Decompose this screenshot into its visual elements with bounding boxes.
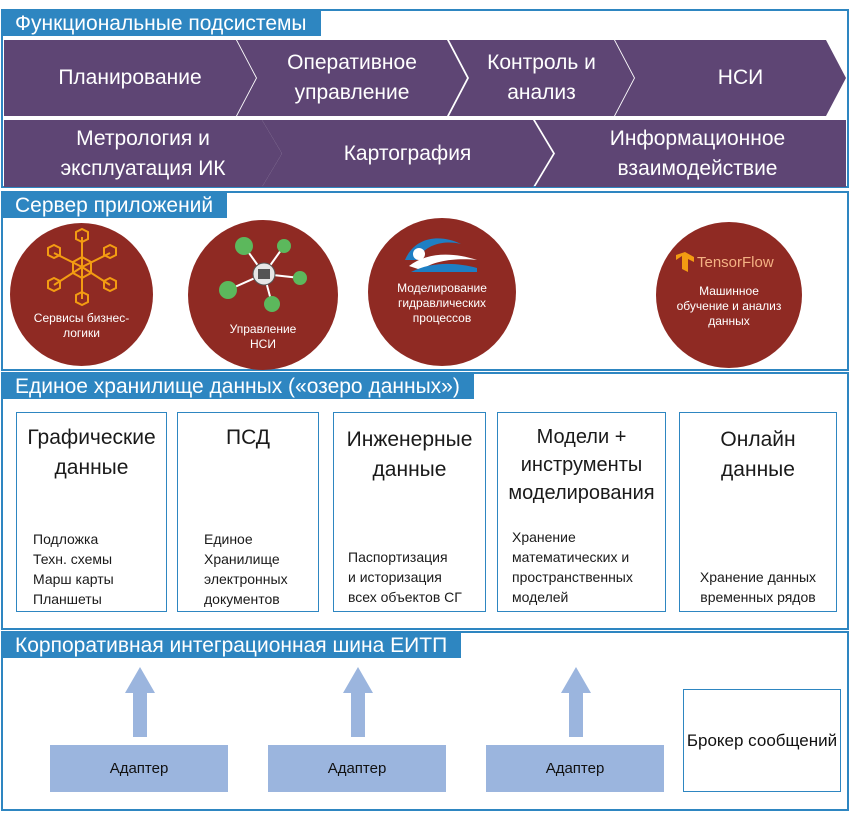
circle-hydraulic-modeling: Моделирование гидравлических процессов [368,218,516,366]
adapter-3: Адаптер [486,745,664,792]
chevron-nsi: НСИ [615,40,846,116]
card-engineering-data: Инженерные данные Паспортизация и истори… [333,412,486,612]
card-psd: ПСД Единое Хранилище электронных докумен… [177,412,319,612]
tensorflow-icon [676,252,694,272]
chevron-planning: Планирование [4,40,256,116]
data-hub-icon [219,237,307,312]
up-arrow-icon [343,667,373,737]
up-arrow-icon [125,667,155,737]
message-broker: Брокер сообщений [683,689,841,792]
functional-subsystems-title: Функциональные подсистемы [3,11,321,36]
card-online-data: Онлайн данные Хранение данных временных … [679,412,837,612]
circle-machine-learning: TensorFlow Машинное обучение и анализ да… [656,222,802,368]
app-server-title: Сервер приложений [3,193,228,218]
card-models-tools: Модели + инструменты моделирования Хране… [497,412,666,612]
integration-bus-title: Корпоративная интеграционная шина ЕИТП [3,633,462,658]
circle-nsi-management: Управление НСИ [188,220,338,370]
adapter-1: Адаптер [50,745,228,792]
tensorflow-logo: TensorFlow [676,250,786,274]
data-lake-title: Единое хранилище данных («озеро данных») [3,374,474,399]
up-arrow-icon [561,667,591,737]
water-waves-icon [405,238,477,272]
circle-business-logic: Сервисы бизнес- логики [10,223,153,366]
card-graphic-data: Графические данные Подложка Техн. схемы … [16,412,167,612]
adapter-2: Адаптер [268,745,446,792]
network-cubes-icon [47,227,117,307]
chevron-cartography: Картография [262,120,553,187]
